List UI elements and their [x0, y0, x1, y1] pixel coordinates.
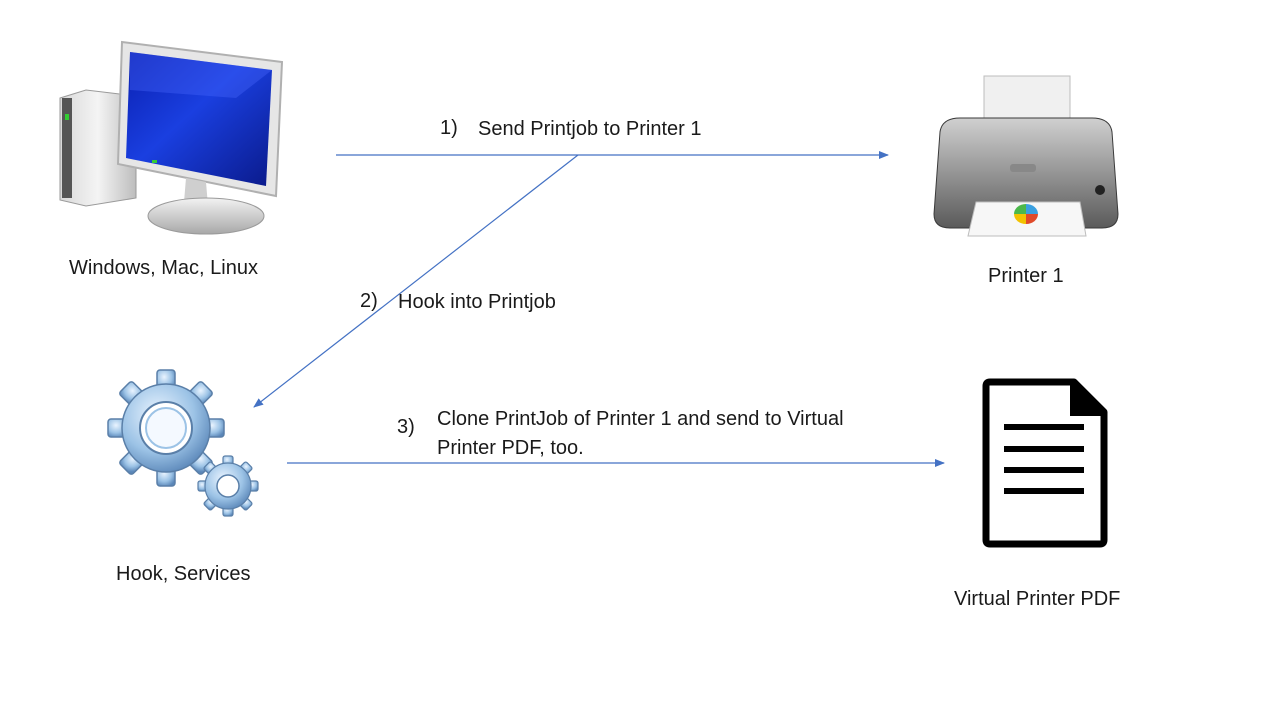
step-2-text-line: Hook into Printjob [398, 291, 556, 313]
gears-icon [104, 368, 264, 520]
pdf-label: Virtual Printer PDF [954, 588, 1121, 610]
step-1-number: 1) [440, 117, 458, 139]
step-3-text: Clone PrintJob of Printer 1 and send to … [437, 405, 844, 463]
computer-label: Windows, Mac, Linux [69, 257, 258, 279]
hook-label: Hook, Services [116, 563, 251, 585]
step-1-text: Send Printjob to Printer 1 [478, 115, 701, 144]
arrow-hook-into-printjob [253, 154, 579, 408]
step-3-text-line-2: Printer PDF, too. [437, 437, 584, 459]
step-2-text: Hook into Printjob [398, 288, 556, 317]
document-icon [982, 378, 1110, 548]
step-3-number: 3) [397, 416, 415, 438]
step-2-number: 2) [360, 290, 378, 312]
desktop-computer-icon [56, 38, 292, 238]
printer-icon [930, 74, 1122, 238]
printer-label: Printer 1 [988, 265, 1064, 287]
step-3-text-line-1: Clone PrintJob of Printer 1 and send to … [437, 408, 844, 430]
step-1-text-line: Send Printjob to Printer 1 [478, 118, 702, 140]
